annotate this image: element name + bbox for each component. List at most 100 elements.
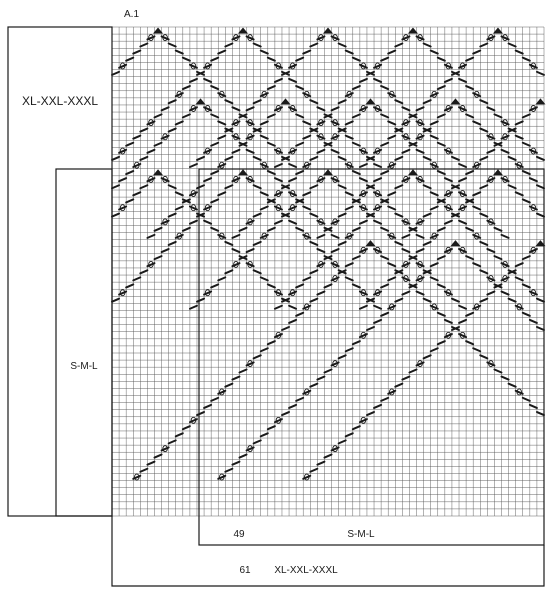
slanted-bar-symbol [217,134,227,140]
slanted-bar-symbol [266,283,276,289]
slanted-bar-symbol [316,248,326,254]
slanted-bar-symbol [231,262,241,268]
slanted-bar-symbol [259,162,269,168]
slanted-bar-symbol [472,162,482,168]
slanted-bar-symbol [465,340,475,346]
slanted-bar-symbol [373,205,383,211]
slanted-bar-symbol [365,325,375,331]
slanted-bar-symbol [373,290,383,296]
triangle-decrease-symbol [535,240,546,247]
slanted-bar-symbol [210,170,220,176]
slanted-bar-symbol [167,212,177,218]
slanted-bar-symbol [458,162,468,168]
slanted-bar-symbol [245,219,255,225]
slanted-bar-symbol [429,276,439,282]
slanted-bar-symbol [401,219,411,225]
slanted-bar-symbol [486,248,496,254]
slanted-bar-symbol [344,92,354,98]
slanted-bar-symbol [118,148,128,154]
slanted-bar-symbol [408,226,418,232]
slanted-bar-symbol [394,127,404,133]
triangle-decrease-symbol [280,98,291,105]
slanted-bar-symbol [429,162,439,168]
slanted-bar-symbol [245,361,255,367]
slanted-bar-symbol [295,85,305,91]
slanted-bar-symbol [288,77,298,83]
chart-title: A.1 [124,9,139,20]
slanted-bar-symbol [217,389,227,395]
slanted-bar-symbol [252,212,262,218]
slanted-bar-symbol [188,106,198,112]
slanted-bar-symbol [443,248,453,254]
slanted-bar-symbol [479,240,489,246]
slanted-bar-symbol [316,262,326,268]
slanted-bar-symbol [210,396,220,402]
slanted-bar-symbol [111,212,121,218]
slanted-bar-symbol [380,141,390,147]
slanted-bar-symbol [401,262,411,268]
slanted-bar-symbol [387,162,397,168]
slanted-bar-symbol [281,411,291,417]
slanted-bar-symbol [472,347,482,353]
slanted-bar-symbol [295,56,305,62]
triangle-decrease-symbol [407,27,418,34]
slanted-bar-symbol [415,276,425,282]
slanted-bar-symbol [408,141,418,147]
slanted-bar-symbol [238,255,248,261]
slanted-bar-symbol [252,439,262,445]
slanted-bar-symbol [472,233,482,239]
slanted-bar-symbol [365,184,375,190]
slanted-bar-symbol [380,85,390,91]
slanted-bar-symbol [500,148,510,154]
slanted-bar-symbol [288,162,298,168]
slanted-bar-symbol [479,212,489,218]
slanted-bar-symbol [387,389,397,395]
slanted-bar-symbol [535,184,545,190]
slanted-bar-symbol [231,148,241,154]
slanted-bar-symbol [330,219,340,225]
slanted-bar-symbol [245,106,255,112]
slanted-bar-symbol [458,191,468,197]
slanted-bar-symbol [273,63,283,69]
slanted-bar-symbol [281,184,291,190]
slanted-bar-symbol [401,177,411,183]
slanted-bar-symbol [387,120,397,126]
triangle-decrease-symbol [492,27,503,34]
slanted-bar-symbol [337,127,347,133]
slanted-bar-symbol [316,148,326,154]
slanted-bar-symbol [174,49,184,55]
triangle-decrease-symbol [492,169,503,176]
slanted-bar-symbol [358,205,368,211]
slanted-bar-symbol [472,262,482,268]
slanted-bar-symbol [486,106,496,112]
slanted-bar-symbol [302,389,312,395]
slanted-bar-symbol [394,99,404,105]
slanted-bar-symbol [358,290,368,296]
slanted-bar-symbol [224,240,234,246]
slanted-bar-symbol [351,56,361,62]
slanted-bar-symbol [217,191,227,197]
slanted-bar-symbol [486,219,496,225]
slanted-bar-symbol [203,106,213,112]
slanted-bar-symbol [252,127,262,133]
slanted-bar-symbol [344,49,354,55]
slanted-bar-symbol [273,304,283,310]
slanted-bar-symbol [309,155,319,161]
slanted-bar-symbol [358,106,368,112]
large-sizes-row-label: XL-XXL-XXXL [22,94,98,108]
slanted-bar-symbol [401,233,411,239]
slanted-bar-symbol [401,35,411,41]
slanted-bar-symbol [153,453,163,459]
slanted-bar-symbol [422,240,432,246]
slanted-bar-symbol [458,248,468,254]
slanted-bar-symbol [196,297,206,303]
slanted-bar-symbol [380,283,390,289]
slanted-bar-symbol [465,226,475,232]
slanted-bar-symbol [500,262,510,268]
slanted-bar-symbol [273,106,283,112]
slanted-bar-symbol [302,134,312,140]
slanted-bar-symbol [210,226,220,232]
slanted-bar-symbol [472,120,482,126]
slanted-bar-symbol [330,361,340,367]
slanted-bar-symbol [479,297,489,303]
